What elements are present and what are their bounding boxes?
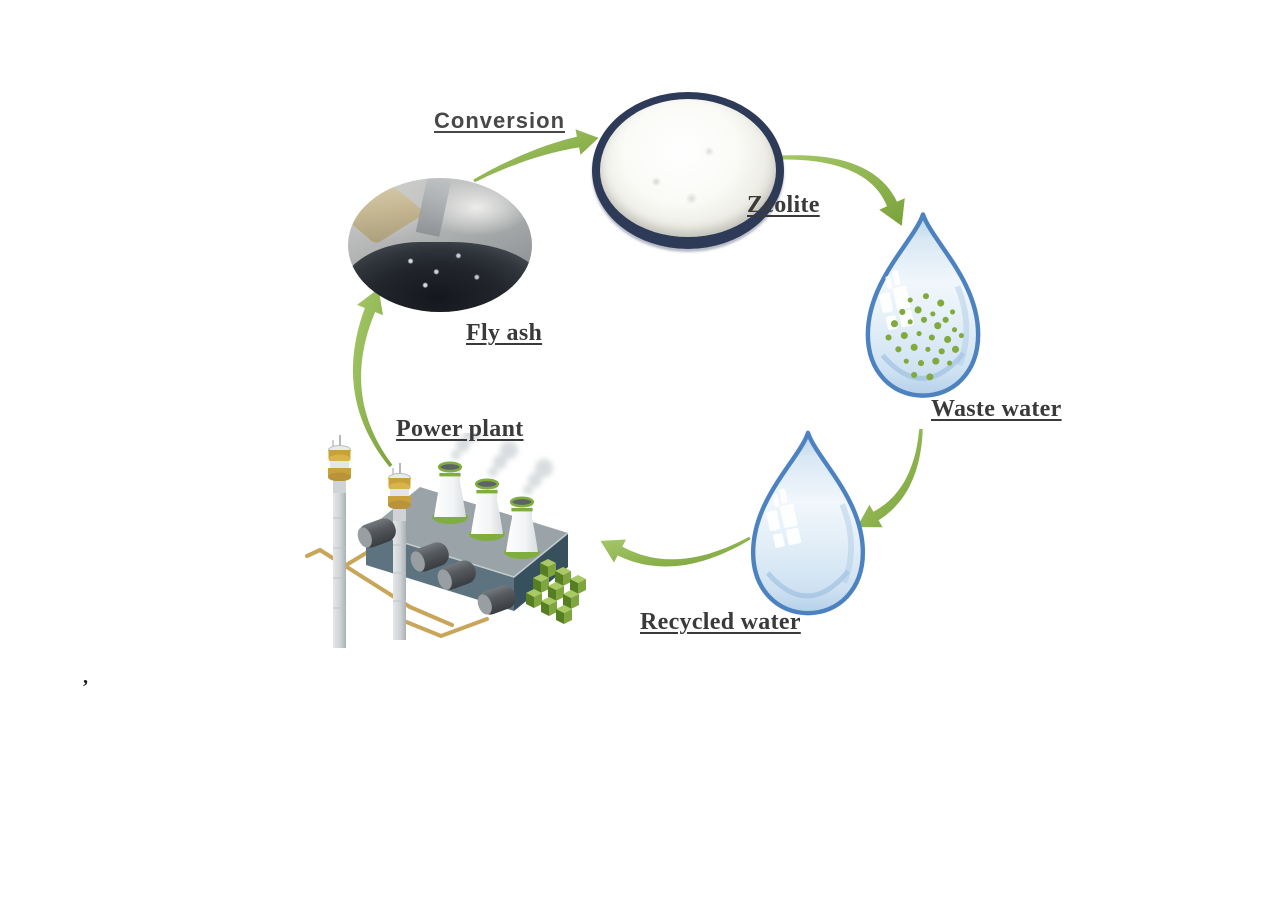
- particle-dot: [934, 322, 942, 330]
- label-recycled-water: Recycled water: [640, 609, 801, 635]
- droplet-outline: [750, 430, 866, 616]
- green-unit: [533, 574, 549, 593]
- label-conversion: Conversion: [434, 108, 566, 133]
- green-unit: [570, 575, 586, 594]
- particle-dot: [951, 327, 958, 333]
- green-unit: [563, 590, 579, 609]
- green-unit: [556, 605, 572, 624]
- label-fly-ash: Fly ash: [466, 320, 543, 346]
- particle-dot: [951, 345, 960, 353]
- particle-dot: [926, 373, 934, 381]
- recycled-water-droplet: [750, 430, 866, 616]
- particle-dot: [938, 348, 945, 355]
- particle-dot: [916, 331, 922, 337]
- particle-dot: [942, 316, 949, 323]
- waste-water-droplet: [865, 212, 981, 398]
- particle-dot: [930, 311, 936, 317]
- green-unit: [541, 597, 557, 616]
- green-units: [526, 559, 586, 624]
- particle-dot: [900, 331, 908, 340]
- boiler-tanks: [357, 518, 516, 615]
- chimney-2: [388, 463, 411, 640]
- particle-dot: [958, 332, 964, 339]
- particle-dot: [928, 334, 935, 341]
- window-reflection: [766, 488, 802, 548]
- particle-dot: [890, 320, 898, 328]
- label-waste-water: Waste water: [931, 396, 1062, 422]
- chimney-1: [328, 435, 351, 648]
- particle-dot: [910, 343, 918, 351]
- green-unit: [555, 567, 571, 586]
- stray-comma-mark: ,: [83, 666, 88, 688]
- cooling-towers: [432, 433, 553, 559]
- green-unit: [548, 582, 564, 601]
- particle-dot: [907, 297, 913, 303]
- particle-dot: [937, 299, 945, 307]
- ash-specks: [348, 178, 532, 312]
- droplet-outline: [865, 212, 981, 398]
- particle-dot: [920, 316, 928, 323]
- particle-dot: [885, 334, 892, 341]
- particle-dot: [911, 371, 918, 378]
- particle-dot: [917, 360, 925, 367]
- particle-dot: [925, 346, 931, 352]
- particle-dot: [947, 360, 953, 366]
- contaminant-particles: [885, 293, 964, 381]
- particle-dot: [949, 309, 956, 315]
- label-zeolite: Zeolite: [747, 192, 820, 218]
- label-power-plant: Power plant: [396, 416, 524, 442]
- power-plant-image: [305, 433, 586, 648]
- particle-dot: [903, 358, 909, 364]
- green-unit: [526, 589, 542, 608]
- fly-ash-image: [348, 178, 532, 312]
- particle-dot: [899, 308, 906, 315]
- particle-dot: [922, 293, 930, 300]
- zeolite-powder-image: [592, 92, 784, 249]
- particle-dot: [944, 335, 952, 344]
- particle-dot: [932, 357, 940, 365]
- particle-dot: [907, 319, 913, 325]
- particle-dot: [914, 306, 922, 314]
- arrow-fly-ash-to-zeolite: [473, 129, 599, 183]
- particle-dot: [895, 346, 902, 353]
- green-unit: [540, 559, 556, 578]
